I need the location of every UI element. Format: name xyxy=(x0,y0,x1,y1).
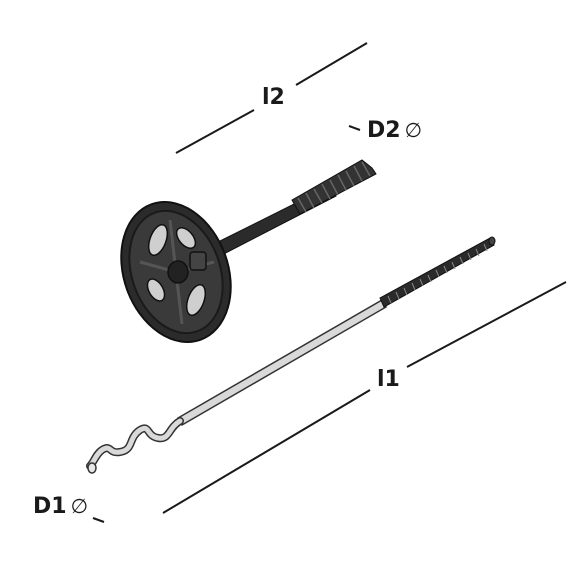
nail-tip xyxy=(488,236,496,246)
steel-nail xyxy=(86,236,496,474)
label-d2: D2∅ xyxy=(367,118,422,143)
label-l2: l2 xyxy=(262,85,285,110)
nail-wave xyxy=(86,417,184,470)
dim-line-l2-right xyxy=(295,42,368,86)
diameter-icon: ∅ xyxy=(70,494,88,518)
label-d1: D1∅ xyxy=(33,494,88,519)
diameter-icon: ∅ xyxy=(404,118,422,142)
dowel-hub xyxy=(167,260,189,284)
dowel-socket xyxy=(189,251,207,271)
dim-line-l1-right xyxy=(406,281,567,368)
nail-end xyxy=(87,462,97,474)
tick-d1 xyxy=(92,517,105,523)
tick-d2 xyxy=(348,125,361,131)
dim-line-l1-left xyxy=(162,389,371,514)
dim-line-l2-left xyxy=(175,109,255,154)
plastic-dowel xyxy=(120,159,377,343)
label-l1: l1 xyxy=(377,367,400,392)
